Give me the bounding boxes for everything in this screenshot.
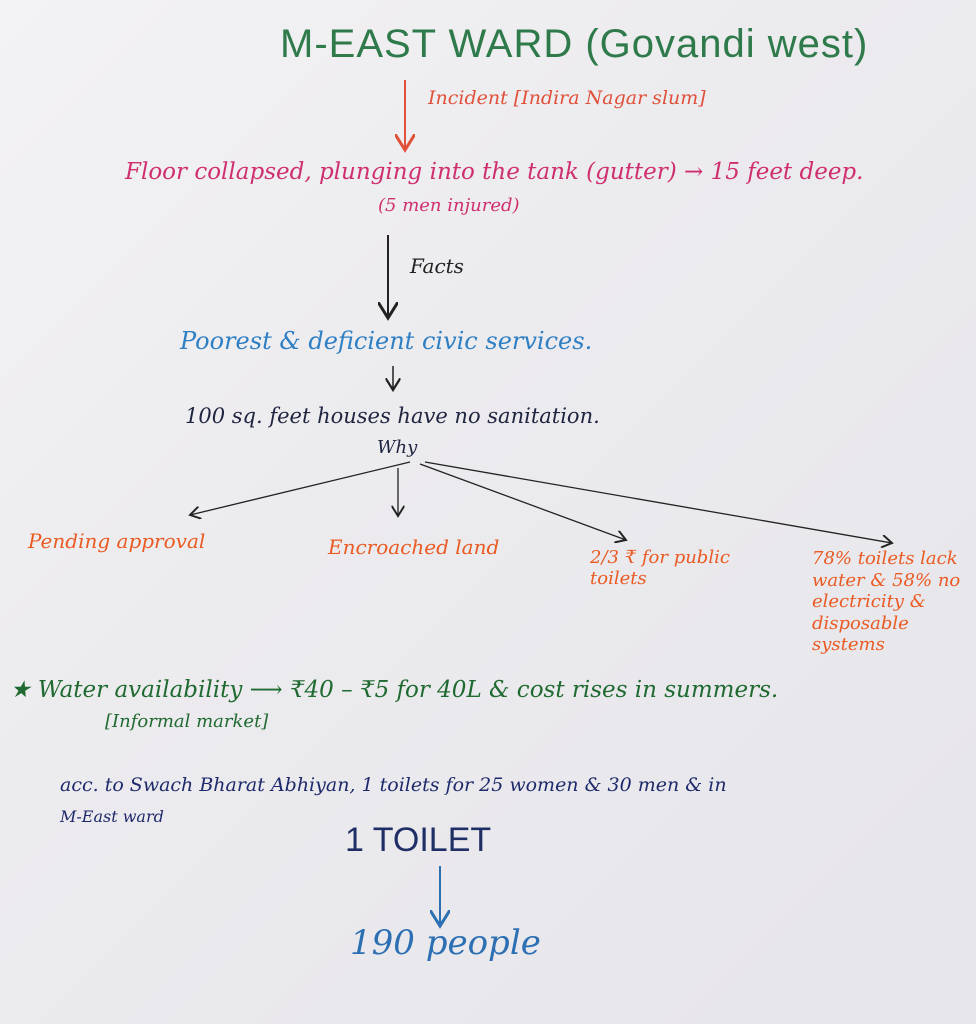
why-arrow-toilets xyxy=(424,461,892,543)
why-arrow-pending xyxy=(190,461,411,515)
injured-note: (5 men injured) xyxy=(378,195,520,216)
reason-toilet-stats: 78% toilets lack water & 58% no electric… xyxy=(812,548,961,656)
incident-label: Incident [Indira Nagar slum] xyxy=(428,87,706,109)
reason-encroached: Encroached land xyxy=(328,535,500,559)
water-line: ★ Water availability ⟶ ₹40 – ₹5 for 40L … xyxy=(10,677,779,703)
toilet-label: 1 TOILET xyxy=(345,821,492,859)
why-label: Why xyxy=(377,437,418,458)
people-label: 190 people xyxy=(350,923,541,963)
informal-market-note: [Informal market] xyxy=(105,711,269,732)
houses-line: 100 sq. feet houses have no sanitation. xyxy=(185,404,600,428)
swach-line: acc. to Swach Bharat Abhiyan, 1 toilets … xyxy=(60,774,727,796)
event-line: Floor collapsed, plunging into the tank … xyxy=(125,159,864,185)
poorest-line: Poorest & deficient civic services. xyxy=(180,327,593,355)
reason-public-toilets: 2/3 ₹ for public toilets xyxy=(590,547,730,589)
why-arrow-public xyxy=(419,463,626,540)
facts-label: Facts xyxy=(410,254,464,278)
reason-pending: Pending approval xyxy=(28,529,206,553)
page-title: M-EAST WARD (Govandi west) xyxy=(280,22,869,66)
swach-line-2: M-East ward xyxy=(60,807,164,826)
